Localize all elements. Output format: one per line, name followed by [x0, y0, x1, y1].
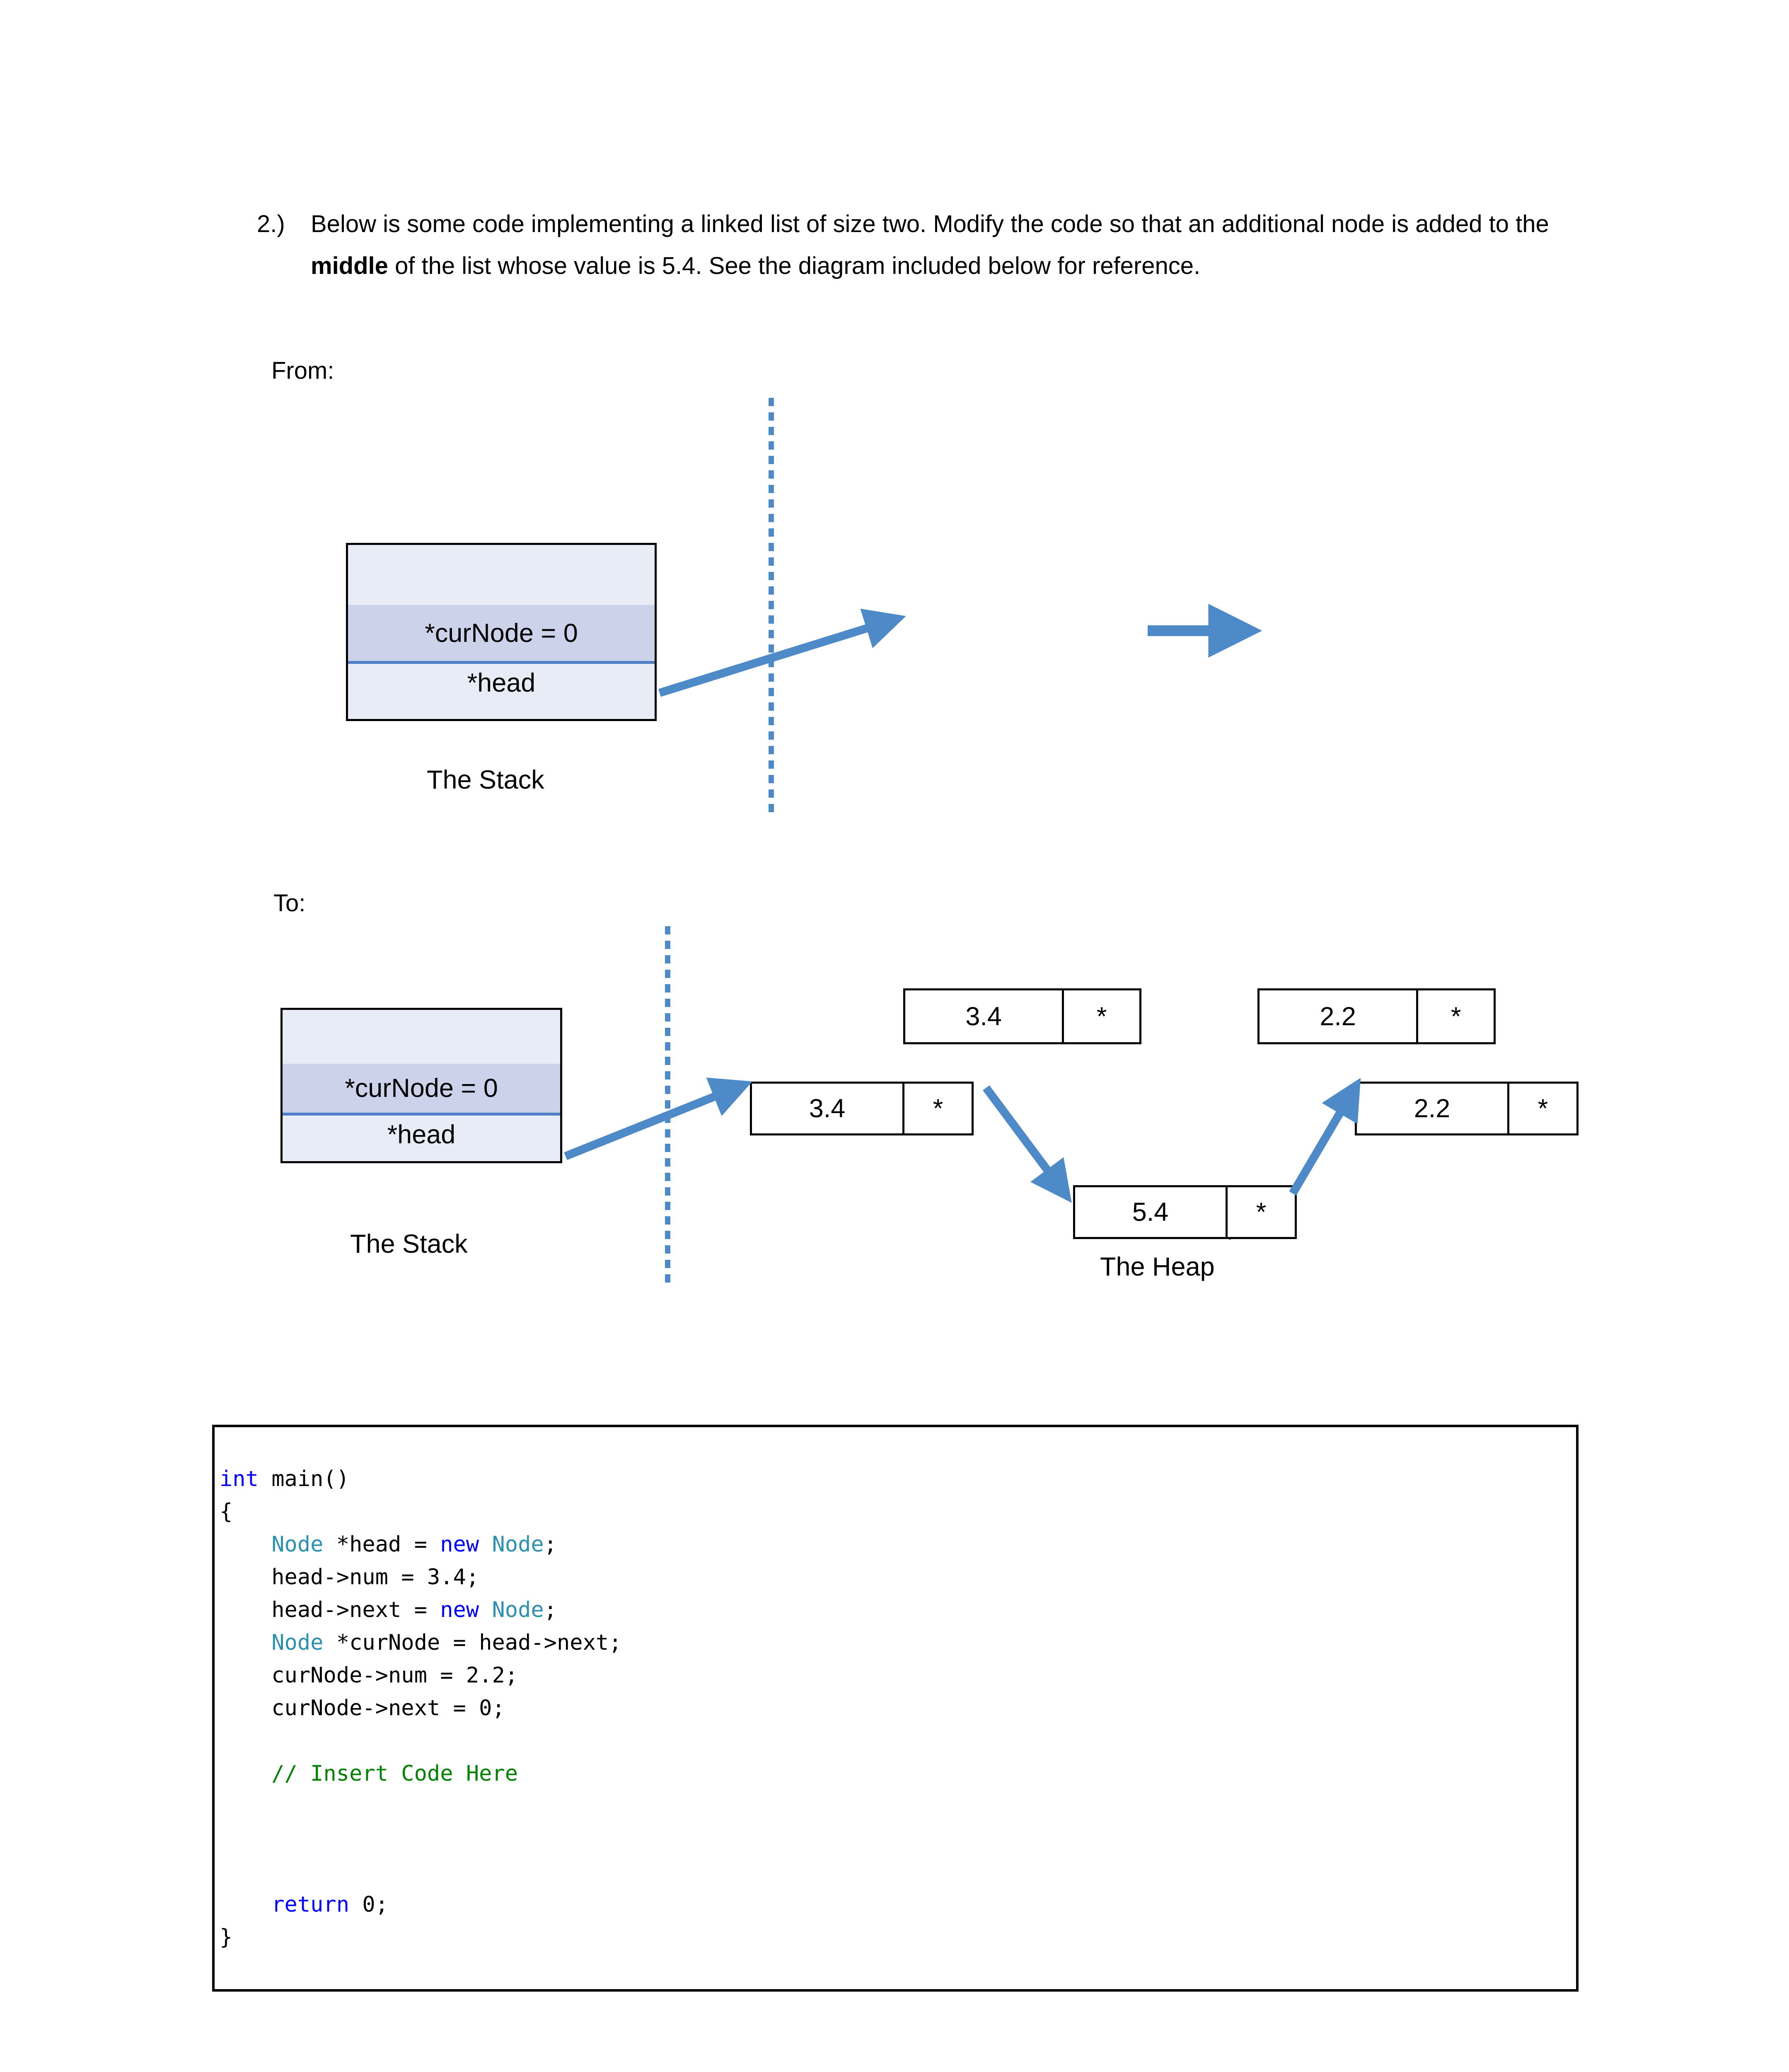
- code-token: }: [220, 1925, 233, 1950]
- stack-caption-from: The Stack: [427, 765, 544, 794]
- code-token: [479, 1598, 492, 1622]
- question-bold-word: middle: [311, 252, 388, 279]
- to-label: To:: [273, 890, 306, 917]
- heap-node-to-1: 5.4 *: [1073, 1185, 1297, 1239]
- code-token: [220, 1892, 271, 1917]
- diagram-to: *curNode = 0 *head The Stack 3.4 * 5.4 *…: [0, 916, 1789, 1289]
- heap-node-to-0-pointer: *: [902, 1084, 972, 1133]
- question-text-part1: Below is some code implementing a linked…: [311, 211, 1549, 237]
- stack-box-from: *curNode = 0 *head: [346, 543, 657, 721]
- stack-cell-head-to: *head: [283, 1116, 560, 1161]
- code-token: [220, 1761, 271, 1786]
- question-text: Below is some code implementing a linked…: [311, 203, 1579, 287]
- heap-node-to-0: 3.4 *: [750, 1082, 974, 1135]
- code-token: Node: [492, 1598, 544, 1622]
- code-token: Node: [271, 1630, 324, 1655]
- heap-node-from-0-value: 3.4: [965, 1002, 1002, 1031]
- stack-cell-curnode-to: *curNode = 0: [283, 1064, 560, 1116]
- code-token: *head =: [323, 1532, 440, 1557]
- code-token: head->next =: [220, 1598, 440, 1622]
- heap-node-to-2: 2.2 *: [1355, 1082, 1579, 1135]
- heap-node-from-1-pointer: *: [1416, 990, 1494, 1042]
- code-token: [220, 1532, 271, 1557]
- code-token: {: [220, 1499, 233, 1524]
- code-token: *curNode = head->next;: [323, 1630, 622, 1655]
- heap-node-from-0-pointer: *: [1062, 990, 1139, 1042]
- heap-node-from-1-value: 2.2: [1320, 1002, 1356, 1031]
- code-token: 0;: [349, 1892, 388, 1917]
- code-token: ;: [544, 1598, 557, 1622]
- code-token: [479, 1532, 492, 1557]
- heap-node-to-2-pointer: *: [1507, 1084, 1576, 1133]
- stack-cell-head-from: *head: [348, 664, 655, 719]
- code-token: curNode->next = 0;: [220, 1696, 505, 1721]
- code-token: new: [440, 1598, 479, 1622]
- stack-box-to: *curNode = 0 *head: [280, 1008, 562, 1163]
- code-token: head->num = 3.4;: [220, 1565, 479, 1590]
- code-token: int: [220, 1467, 259, 1491]
- code-text: int main() { Node *head = new Node; head…: [220, 1463, 622, 1954]
- code-token: ;: [544, 1532, 557, 1557]
- heap-node-to-0-value: 3.4: [809, 1094, 846, 1123]
- code-token: main(): [258, 1467, 350, 1491]
- heap-node-from-1: 2.2 *: [1257, 988, 1496, 1044]
- stack-empty-slot-to: [283, 1010, 560, 1064]
- code-token: Node: [271, 1532, 324, 1557]
- heap-node-to-2-value: 2.2: [1414, 1094, 1451, 1123]
- stack-cell-curnode-from: *curNode = 0: [348, 605, 655, 664]
- question-number: 2.): [257, 211, 285, 237]
- from-label: From:: [271, 357, 334, 384]
- code-box: [212, 1425, 1579, 1992]
- code-token: // Insert Code Here: [271, 1761, 518, 1786]
- heap-node-to-1-value: 5.4: [1132, 1198, 1169, 1227]
- code-token: Node: [492, 1532, 544, 1557]
- stack-heap-divider-from: [769, 398, 774, 812]
- heap-caption-to: The Heap: [1100, 1252, 1215, 1281]
- question-row: 2.) Below is some code implementing a li…: [257, 203, 1579, 287]
- stack-empty-slot-from: [348, 545, 655, 605]
- stack-heap-divider-to: [665, 926, 670, 1287]
- heap-node-to-1-pointer: *: [1226, 1187, 1295, 1237]
- code-token: [220, 1630, 271, 1655]
- code-token: curNode->num = 2.2;: [220, 1663, 518, 1688]
- question-text-part2: of the list whose value is 5.4. See the …: [388, 252, 1201, 279]
- stack-caption-to: The Stack: [350, 1230, 468, 1259]
- code-token: new: [440, 1532, 479, 1557]
- diagram-from: *curNode = 0 *head The Stack 3.4 * 2.2 *…: [0, 385, 1789, 1240]
- code-token: return: [271, 1892, 350, 1917]
- question-block: 2.) Below is some code implementing a li…: [257, 203, 1579, 287]
- heap-node-from-0: 3.4 *: [903, 988, 1141, 1044]
